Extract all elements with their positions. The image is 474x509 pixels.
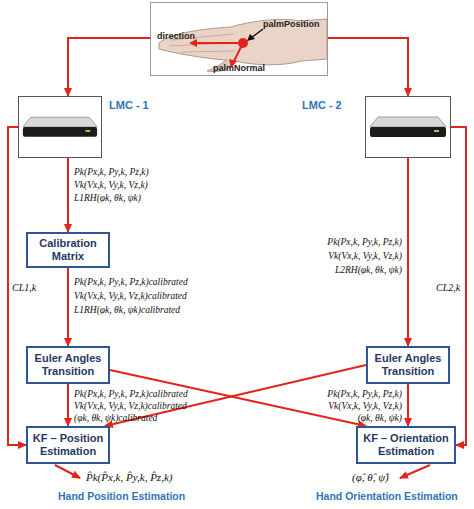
filter-box: KF – Position Estimation <box>26 426 110 464</box>
signal-formula: Vk(Vx,k, Vy,k, Vz,k) <box>328 400 402 412</box>
box-text: Calibration Matrix <box>30 237 106 263</box>
process-box: Calibration Matrix <box>26 232 110 268</box>
signal-formula: Pk(Px,k, Py,k, Pz,k) <box>327 236 402 248</box>
signal-formula: Vk(Vx,k, Vy,k, Vz,k)calibrated <box>74 290 187 302</box>
estimate-formula: (φ̂, θ̂, ψ̂) <box>352 471 389 483</box>
covariance-label: CL2,k <box>436 282 460 293</box>
signal-formula: L1RH(φk, θk, ψk) <box>74 192 141 204</box>
vector-name: palmNormal <box>213 63 265 73</box>
signal-formula: Vk(Vx,k, Vy,k, Vz,k) <box>328 250 402 262</box>
signal-formula: Vk(Vx,k, Vy,k, Vz,k) <box>74 179 148 191</box>
process-box: Euler Angles Transition <box>366 346 450 384</box>
covariance-label: CL1,k <box>12 282 36 293</box>
sensor-box: LMC - 2 <box>365 96 451 158</box>
box-text: Euler Angles Transition <box>30 352 106 378</box>
process-box: Euler Angles Transition <box>26 346 110 384</box>
signal-connector <box>67 158 69 232</box>
estimate-formula: P̂k(P̂x,k, P̂y,k, P̂z,k) <box>86 471 172 483</box>
signal-formula: L1RH(φk, θk, ψk)calibrated <box>74 304 180 316</box>
signal-formula: Pk(Px,k, Py,k, Pz,k)calibrated <box>74 388 188 400</box>
output-name: Hand Position Estimation <box>58 490 185 502</box>
box-text: KF – Orientation Estimation <box>360 432 452 458</box>
signal-formula: (φk, θk, ψk)calibrated <box>74 412 157 424</box>
signal-formula: (φk, θk, ψk) <box>358 412 402 424</box>
signal-connector <box>67 268 69 346</box>
signal-formula: Vk(Vx,k, Vy,k, Vz,k)calibrated <box>74 400 187 412</box>
filter-box: KF – Orientation Estimation <box>356 426 456 464</box>
sensor-box: LMC - 1 <box>18 96 102 158</box>
sensor-name: LMC - 1 <box>109 99 149 111</box>
signal-formula: Pk(Px,k, Py,k, Pz,k)calibrated <box>74 276 188 288</box>
box-text: Euler Angles Transition <box>370 352 446 378</box>
signal-connector <box>407 384 409 426</box>
leap-motion-device <box>366 97 450 157</box>
signal-connector <box>328 38 408 96</box>
hand-illustration-box: direction palmPosition palmNormal <box>150 2 328 76</box>
leap-motion-device <box>19 97 101 157</box>
vector-name: direction <box>157 31 195 41</box>
signal-connector <box>67 384 69 426</box>
output-name: Hand Orientation Estimation <box>316 490 458 502</box>
output-arrow <box>400 465 430 478</box>
signal-formula: Pk(Px,k, Py,k, Pz,k) <box>327 388 402 400</box>
box-text: KF – Position Estimation <box>30 432 106 458</box>
output-arrow <box>55 465 80 478</box>
signal-connector <box>68 38 150 96</box>
sensor-name: LMC - 2 <box>302 99 342 111</box>
signal-formula: L2RH(φk, θk, ψk) <box>335 264 402 276</box>
signal-formula: Pk(Px,k, Py,k, Pz,k) <box>74 166 149 178</box>
connector-group <box>8 38 466 445</box>
signal-connector <box>407 158 409 346</box>
vector-name: palmPosition <box>263 19 320 29</box>
